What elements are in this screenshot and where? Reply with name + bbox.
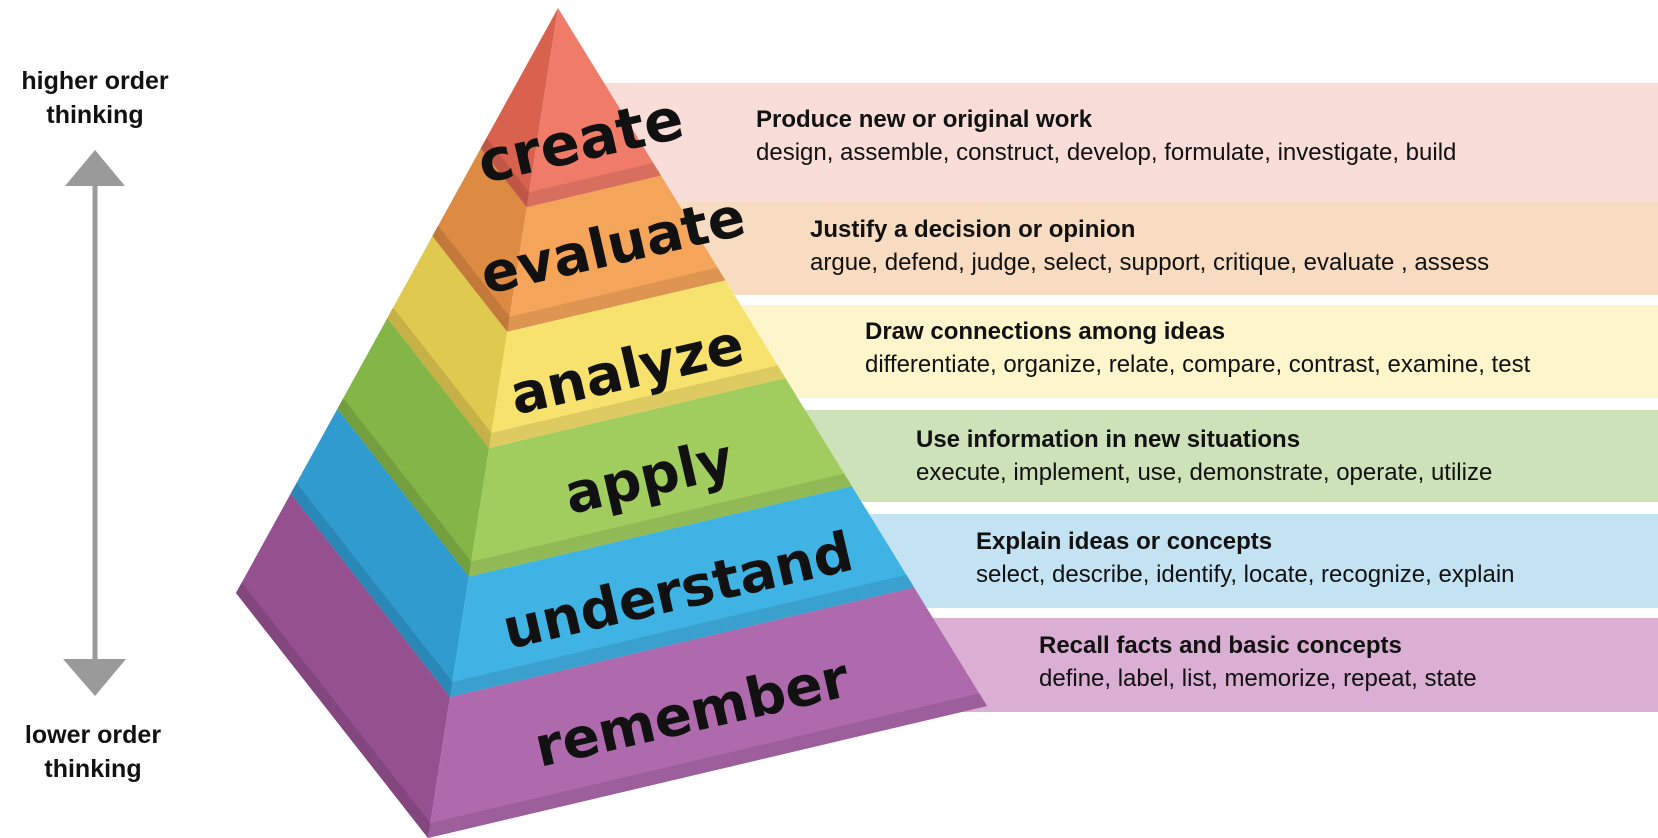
tier-understand-left-face (290, 408, 469, 697)
analyze-description: Draw connections among ideas (865, 318, 1226, 345)
tier-evaluate-left-ledge (432, 225, 510, 332)
tier-remember-front-face (428, 587, 987, 838)
lower-order-line1: lower order (24, 721, 162, 749)
tier-analyze-left-face (387, 236, 508, 448)
band-text-understand: Explain ideas or concepts select, descri… (976, 526, 1515, 592)
higher-order-line1: higher order (21, 67, 169, 95)
lower-order-thinking-label: lower order thinking (0, 718, 188, 786)
band-text-evaluate: Justify a decision or opinion argue, def… (810, 214, 1489, 280)
band-apply (783, 410, 1658, 502)
apply-verbs: execute, implement, use, demonstrate, op… (916, 459, 1493, 486)
tier-analyze-front-face (489, 280, 786, 448)
lower-order-line2: thinking (44, 755, 142, 783)
evaluate-description: Justify a decision or opinion (810, 216, 1136, 243)
tier-analyze-front-ledge (489, 365, 786, 448)
band-remember (906, 618, 1658, 712)
tier-remember-left-ledge (236, 582, 431, 838)
tier-understand-left-ledge (290, 483, 453, 697)
evaluate-verbs: argue, defend, judge, select, support, c… (810, 249, 1490, 276)
tier-create-front-face (526, 8, 661, 208)
tier-analyze-left-ledge (387, 307, 492, 448)
band-analyze (724, 305, 1658, 398)
tier-understand-front-ledge (450, 574, 915, 697)
band-understand (843, 514, 1658, 608)
tier-remember-left-face (236, 493, 451, 838)
band-text-remember: Recall facts and basic concepts define, … (1039, 630, 1477, 696)
tier-apply-left-ledge (337, 398, 472, 577)
band-create (600, 83, 1658, 205)
band-text-apply: Use information in new situations execut… (916, 424, 1492, 490)
higher-order-line2: thinking (46, 101, 144, 129)
create-verbs: design, assemble, construct, develop, fo… (756, 139, 1457, 166)
tier-understand-front-face (450, 486, 915, 697)
arrow-down-icon (63, 659, 126, 696)
arrow-up-icon (65, 150, 125, 186)
remember-verbs: define, label, list, memorize, repeat, s… (1039, 665, 1477, 692)
band-text-analyze: Draw connections among ideas differentia… (865, 316, 1530, 382)
understand-description: Explain ideas or concepts (976, 528, 1273, 555)
tier-create-left-ledge (480, 137, 530, 208)
create-description: Produce new or original work (756, 106, 1093, 133)
remember-description: Recall facts and basic concepts (1039, 632, 1402, 659)
tier-apply-front-ledge (468, 473, 852, 577)
tier-remember-front-ledge (428, 693, 987, 838)
tier-evaluate-left-face (432, 148, 527, 332)
tier-evaluate-front-ledge (507, 267, 726, 332)
band-text-create: Produce new or original work design, ass… (756, 104, 1456, 170)
band-evaluate (665, 202, 1658, 295)
higher-order-thinking-label: higher order thinking (0, 64, 190, 132)
understand-verbs: select, describe, identify, locate, reco… (976, 561, 1515, 588)
analyze-verbs: differentiate, organize, relate, compare… (865, 351, 1531, 378)
tier-create-front-ledge (526, 162, 661, 208)
apply-description: Use information in new situations (916, 426, 1301, 453)
tier-apply-left-face (337, 318, 490, 577)
tier-apply-front-face (468, 377, 852, 577)
